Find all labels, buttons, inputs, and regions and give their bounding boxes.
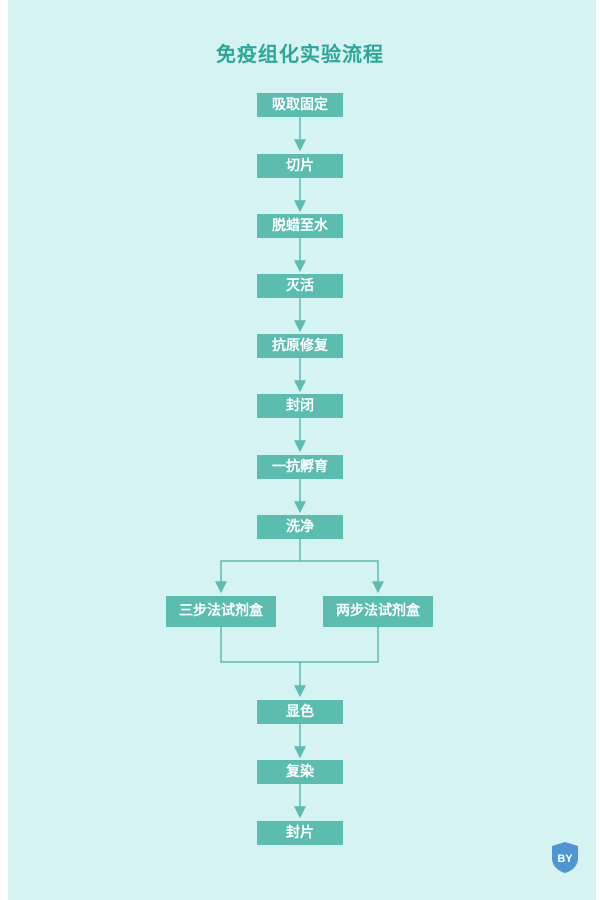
branch-node-two-step: 两步法试剂盒	[323, 596, 433, 627]
merge-connector	[220, 627, 379, 663]
step-node: 脱蜡至水	[257, 214, 343, 238]
step-node: 灭活	[257, 274, 343, 298]
split-connector-right	[300, 560, 384, 594]
step-node: 洗净	[257, 515, 343, 539]
step-node: 封闭	[257, 394, 343, 418]
split-connector	[215, 539, 301, 594]
final-step-node: 显色	[257, 700, 343, 724]
step-node: 切片	[257, 154, 343, 178]
step-node: 吸取固定	[257, 93, 343, 117]
final-step-node: 封片	[257, 821, 343, 845]
logo-text: BY	[557, 853, 573, 865]
diagram-title: 免疫组化实验流程	[216, 42, 384, 66]
shield-logo-icon: BY	[552, 842, 578, 873]
final-step-node: 复染	[257, 760, 343, 784]
step-node: 抗原修复	[257, 334, 343, 358]
branch-node-three-step: 三步法试剂盒	[166, 596, 276, 627]
step-node: 一抗孵育	[257, 455, 343, 479]
